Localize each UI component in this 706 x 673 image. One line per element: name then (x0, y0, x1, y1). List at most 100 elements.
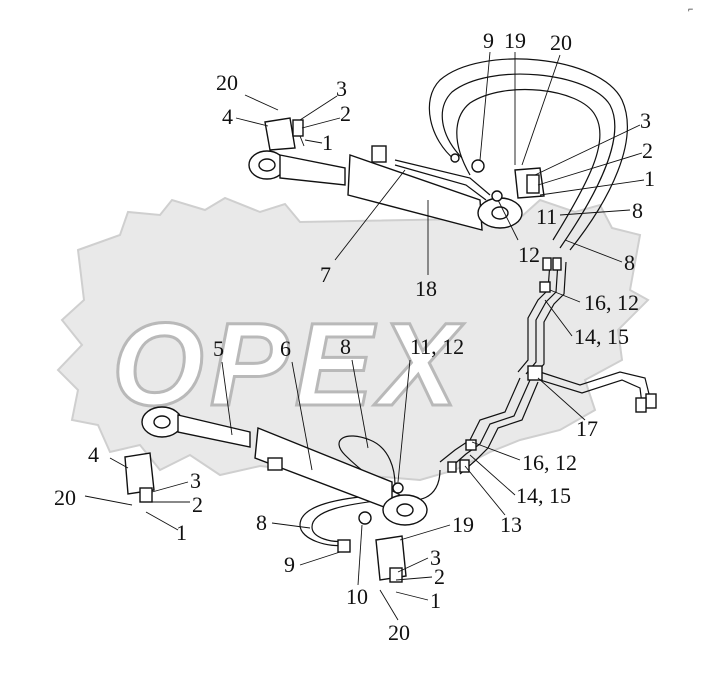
leader-12-top (497, 199, 519, 241)
callout-16-12: 16, 12 (584, 290, 639, 315)
leader-1-lower (395, 591, 429, 601)
right-out-end-a (645, 393, 657, 409)
top-fitting-9 (471, 159, 485, 173)
leader-8-bottom (351, 359, 369, 449)
top-rod-line-b (394, 164, 487, 201)
callout-13: 13 (500, 512, 522, 537)
leader-16-12 (549, 289, 581, 303)
top-cylinder-end-hole (491, 206, 509, 220)
callout-16-12-b: 16, 12 (522, 450, 577, 475)
pipe-down-left-c (459, 381, 539, 475)
leader-2-tr (537, 152, 643, 186)
callout-19-lower: 19 (452, 512, 474, 537)
leader-8-tr (559, 209, 631, 216)
callout-12-top: 12 (518, 242, 540, 267)
leader-19-lower (399, 524, 451, 541)
manifold-fitting-b (552, 257, 562, 271)
top-port-block (371, 145, 387, 163)
callout-20-bottom: 20 (54, 485, 76, 510)
leader-9-lower (299, 551, 341, 566)
leader-4-top (235, 117, 269, 127)
leader-2-lower (395, 576, 433, 581)
hose-lines (284, 58, 651, 547)
bottom-fitting-9 (337, 539, 351, 553)
bottom-pin-4 (124, 452, 155, 495)
callout-20-tr: 20 (550, 30, 572, 55)
callout-8-tr: 8 (632, 198, 643, 223)
leader-10 (357, 524, 363, 586)
manifold-block-17 (527, 365, 543, 381)
bottom-cylinder-eye-hole (153, 415, 171, 429)
callout-3-tr: 3 (640, 108, 651, 133)
top-left-pin-4 (264, 117, 296, 151)
leader-14-15-b (469, 454, 516, 496)
leader-13 (464, 465, 506, 516)
callout-1-top: 1 (322, 130, 333, 155)
callout-6: 6 (280, 336, 291, 361)
pipe-right-out-a (539, 371, 651, 399)
top-right-plate (526, 174, 540, 194)
leader-lines (84, 51, 645, 621)
leader-20-bottom (84, 495, 133, 506)
top-fitting-11 (450, 153, 460, 163)
manifold-fitting-a (542, 257, 552, 271)
callout-2-top: 2 (340, 101, 351, 126)
callout-1-lower: 1 (430, 588, 441, 613)
manifold-fitting-lower-c (447, 461, 457, 473)
leader-16-12-b (471, 441, 521, 461)
leader-5 (221, 361, 233, 436)
leader-4-bottom (109, 457, 129, 469)
top-right-pin-assembly (514, 167, 545, 199)
callout-8-tr-b: 8 (624, 250, 635, 275)
leader-8-lower (271, 522, 311, 529)
leader-1-bottom (145, 511, 179, 531)
callout-3-bottom: 3 (190, 468, 201, 493)
corner-mark: ⌐ (688, 4, 693, 14)
callout-4-top: 4 (222, 104, 233, 129)
top-cylinder-eye-hole (258, 158, 276, 172)
callout-17: 17 (576, 416, 598, 441)
top-left-pin-assembly (264, 117, 305, 151)
bottom-cylinder-rod (177, 414, 251, 448)
callout-14-15: 14, 15 (574, 324, 629, 349)
callout-11-12: 11, 12 (410, 334, 464, 359)
callout-8-lower: 8 (256, 510, 267, 535)
right-manifold (447, 257, 657, 473)
leader-7 (334, 169, 406, 261)
leader-3-bottom (151, 481, 189, 493)
pipe-down-left-b (449, 379, 531, 469)
callout-9-tr: 9 (483, 28, 494, 53)
bottom-plate-3 (139, 487, 153, 503)
hose-lower-left-2 (311, 499, 386, 543)
top-rod-line-a (394, 159, 491, 196)
callout-20-top: 20 (216, 70, 238, 95)
manifold-fitting-lower-b (459, 459, 470, 473)
bottom-fitting-11-12 (392, 482, 404, 494)
leader-2-top (301, 117, 341, 129)
leader-14-15 (544, 299, 573, 337)
bottom-cylinder (124, 406, 428, 583)
top-fitting-12 (491, 190, 503, 202)
top-cylinder-barrel (347, 154, 483, 231)
callout-1-bottom: 1 (176, 520, 187, 545)
callout-18: 18 (415, 276, 437, 301)
pipe-right-out-b (539, 379, 643, 405)
callout-10: 10 (346, 584, 368, 609)
watermark: OPEX (56, 196, 650, 482)
callout-9-lower: 9 (284, 552, 295, 577)
leader-1-tr (539, 179, 645, 196)
hose-top-loop-outer (428, 58, 628, 251)
top-left-plate-3 (292, 119, 304, 137)
pipe-down-left-a (439, 377, 521, 463)
callout-3-top: 3 (336, 76, 347, 101)
leader-20-top (244, 94, 279, 111)
callout-labels: 20 4 3 2 1 7 18 12 11 9 19 20 3 2 1 8 8 … (54, 28, 655, 645)
hose-lower-left (299, 494, 381, 547)
manifold-fitting-c (539, 281, 551, 293)
leader-1-top (304, 139, 323, 144)
hose-top-loop-mid (456, 88, 601, 241)
leader-3-lower (397, 557, 429, 573)
callout-2-lower: 2 (434, 564, 445, 589)
callout-7: 7 (320, 262, 331, 287)
